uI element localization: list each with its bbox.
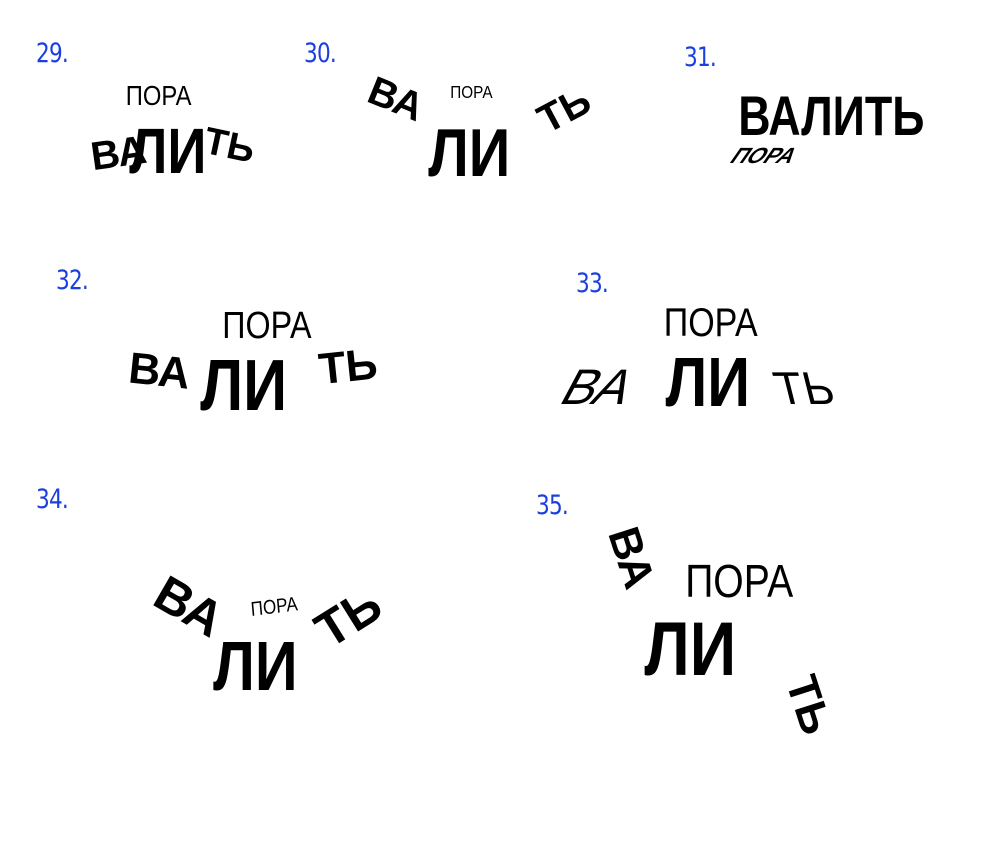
word-part-center: ЛИ	[666, 342, 751, 421]
variant-number: 30.	[304, 38, 337, 69]
logo-variant-29: ПОРА ВА ЛИ ТЬ	[85, 55, 258, 187]
word-part-center: ЛИ	[200, 346, 287, 426]
top-word: ПОРА	[685, 556, 794, 608]
logo-variant-35: ПОРА ВА ЛИ ТЬ	[590, 521, 850, 815]
word-part-right: ТЬ	[769, 363, 840, 414]
top-word: ПОРА	[250, 592, 299, 620]
top-word: ПОРА	[450, 82, 493, 102]
variant-number: 33.	[576, 268, 609, 299]
word-part-right: ТЬ	[776, 670, 841, 741]
variant-number: 32.	[56, 265, 89, 296]
main-word: ПОРА	[725, 144, 804, 168]
logo-variant-30: ПОРА ВА ЛИ ТЬ	[350, 58, 620, 191]
top-word: ВАЛИТЬ	[738, 84, 924, 147]
word-part-center: ЛИ	[213, 626, 298, 705]
word-part-right: ТЬ	[316, 339, 379, 394]
top-word: ПОРА	[664, 299, 758, 344]
word-part-center: ЛИ	[428, 116, 510, 191]
word-part-left: ВА	[126, 344, 192, 399]
top-word: ПОРА	[222, 305, 312, 347]
word-part-left: ВА	[551, 360, 646, 415]
variant-number: 31.	[684, 42, 717, 73]
logo-variant-32: ПОРА ВА ЛИ ТЬ	[122, 278, 392, 427]
word-part-right: ТЬ	[200, 120, 258, 172]
word-part-center: ЛИ	[129, 115, 206, 187]
word-part-left: ВА	[88, 128, 149, 179]
word-part-left: ВА	[598, 521, 664, 594]
word-part-right: ТЬ	[531, 78, 599, 142]
top-word: ПОРА	[126, 79, 192, 111]
word-part-right: ТЬ	[305, 576, 391, 659]
logo-variant-33: ПОРА ВА ЛИ ТЬ	[551, 276, 840, 421]
logo-variant-34: ПОРА ВА ЛИ ТЬ	[140, 565, 400, 705]
word-part-center: ЛИ	[644, 606, 736, 691]
variant-number: 35.	[536, 490, 569, 521]
word-part-left: ВА	[362, 68, 430, 130]
variant-number: 34.	[36, 484, 69, 515]
variant-number: 29.	[36, 38, 69, 69]
logo-variant-31: ВАЛИТЬ ПОРА	[725, 65, 925, 175]
